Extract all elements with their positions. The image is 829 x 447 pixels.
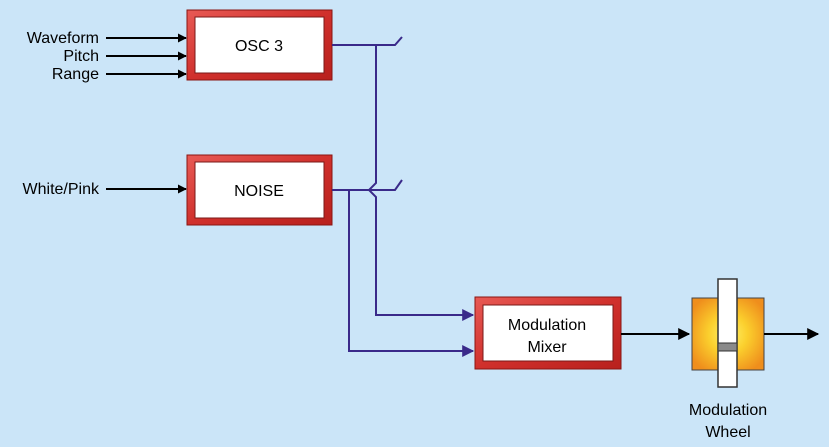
noise-block: NOISE — [186, 154, 333, 226]
noise-label: NOISE — [234, 183, 284, 200]
wheel-label-line1: Modulation — [689, 402, 767, 419]
input-label-pitch: Pitch — [63, 48, 99, 65]
osc3-to-mixer-line — [367, 45, 475, 321]
noise-output-line — [332, 179, 403, 191]
wheel-marker — [717, 342, 738, 352]
mixer-label-line2: Mixer — [527, 339, 567, 356]
input-label-white-pink: White/Pink — [23, 181, 100, 198]
wheel-slot — [717, 278, 738, 388]
wheel-label-line2: Wheel — [705, 424, 750, 441]
osc3-output-line — [332, 36, 403, 46]
input-label-waveform: Waveform — [27, 30, 99, 47]
noise-to-mixer-line — [348, 190, 475, 357]
modulation-wheel — [691, 278, 765, 388]
osc3-label: OSC 3 — [235, 38, 283, 55]
signal-routing — [332, 36, 475, 357]
modulation-mixer-block: Modulation Mixer — [474, 296, 622, 370]
osc3-block: OSC 3 — [186, 9, 333, 81]
mixer-label-line1: Modulation — [508, 317, 586, 334]
input-label-range: Range — [52, 66, 99, 83]
